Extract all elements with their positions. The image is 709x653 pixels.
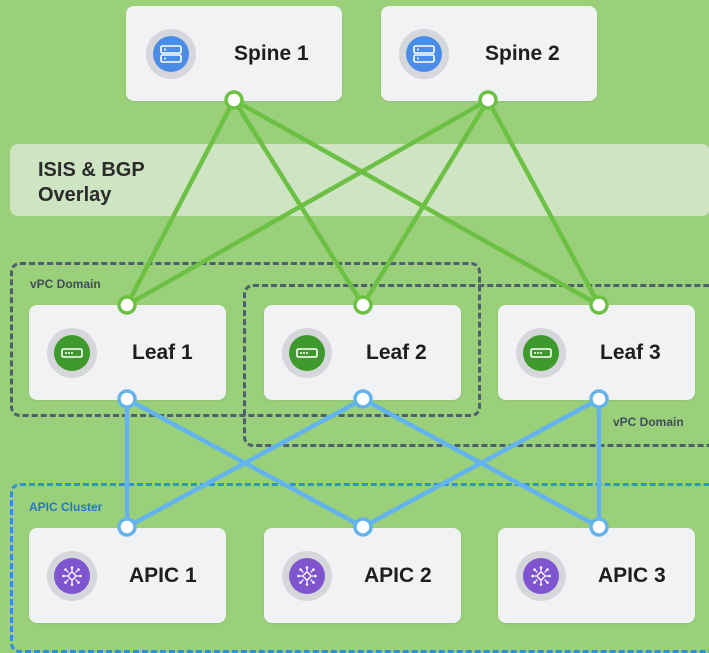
network-hub-icon (516, 550, 566, 601)
overlay-band (10, 144, 709, 216)
apic-1-port (117, 517, 137, 537)
apic-1-label: APIC 1 (129, 563, 197, 587)
vpc-domain-right-label: vPC Domain (613, 415, 684, 429)
overlay-label-line1: ISIS & BGP (38, 159, 145, 181)
link-spine-1-leaf-3 (231, 97, 602, 308)
leaf-1-label: Leaf 1 (132, 340, 193, 364)
spine-1-port (224, 90, 244, 110)
switch-icon (47, 327, 97, 378)
apic-3-node[interactable]: APIC 3 (498, 528, 695, 623)
leaf-2-downlink-port (353, 389, 373, 409)
spine-2-node[interactable]: Spine 2 (381, 6, 597, 101)
vpc-domain-right-box (243, 284, 709, 447)
switch-icon (516, 327, 566, 378)
spine-2-label: Spine 2 (485, 41, 560, 65)
overlay-label: ISIS & BGP Overlay (38, 158, 238, 208)
link-spine-1-leaf-1 (124, 97, 237, 308)
vpc-domain-left-label: vPC Domain (30, 277, 101, 291)
link-spine-2-leaf-2 (360, 97, 491, 308)
link-leaf-3-apic-2 (360, 396, 602, 530)
leaf-3-uplink-port (589, 295, 609, 315)
switch-icon (282, 327, 332, 378)
spine-1-label: Spine 1 (234, 41, 309, 65)
apic-1-node[interactable]: APIC 1 (29, 528, 226, 623)
apic-2-node[interactable]: APIC 2 (264, 528, 461, 623)
network-hub-icon (282, 550, 332, 601)
link-spine-2-leaf-3 (485, 97, 602, 308)
leaf-1-downlink-port (117, 389, 137, 409)
apic-3-port (589, 517, 609, 537)
leaf-3-downlink-port (589, 389, 609, 409)
leaf-3-label: Leaf 3 (600, 340, 661, 364)
leaf-2-uplink-port (353, 295, 373, 315)
link-spine-2-leaf-1 (124, 97, 491, 308)
spine-1-node[interactable]: Spine 1 (126, 6, 342, 101)
apic-2-port (353, 517, 373, 537)
link-spine-1-leaf-2 (231, 97, 366, 308)
leaf-2-label: Leaf 2 (366, 340, 427, 364)
leaf-3-node[interactable]: Leaf 3 (498, 305, 695, 400)
overlay-label-line2: Overlay (38, 184, 112, 206)
spine-2-port (478, 90, 498, 110)
server-icon (399, 28, 449, 79)
leaf-1-node[interactable]: Leaf 1 (29, 305, 226, 400)
link-leaf-2-apic-1 (124, 396, 366, 530)
apic-3-label: APIC 3 (598, 563, 666, 587)
apic-cluster-label: APIC Cluster (29, 500, 103, 514)
leaf-1-uplink-port (117, 295, 137, 315)
server-icon (146, 28, 196, 79)
network-hub-icon (47, 550, 97, 601)
leaf-2-node[interactable]: Leaf 2 (264, 305, 461, 400)
apic-2-label: APIC 2 (364, 563, 432, 587)
